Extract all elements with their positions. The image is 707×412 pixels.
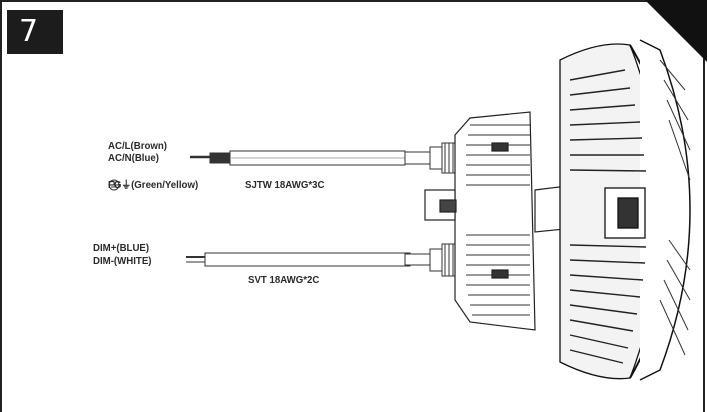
label-ac-n: AC/N(Blue): [108, 152, 159, 164]
label-svt: SVT 18AWG*2C: [248, 274, 320, 286]
ac-cable: [190, 150, 436, 166]
label-ac-l: AC/L(Brown): [108, 140, 168, 152]
label-sjtw: SJTW 18AWG*3C: [245, 179, 325, 191]
label-dim-minus: DIM-(WHITE): [93, 255, 152, 267]
step-number-badge: 7: [7, 10, 63, 54]
heat-sink-body: [559, 39, 691, 381]
dim-cable: [186, 252, 436, 267]
cable-gland-top: [429, 142, 457, 174]
label-fg: FG⏚(Green/Yellow): [108, 179, 199, 191]
driver-housing: [424, 111, 536, 331]
ground-symbol-icon: [108, 179, 120, 191]
label-dim-plus: DIM+(BLUE): [93, 242, 150, 254]
cable-gland-bottom: [429, 243, 457, 277]
